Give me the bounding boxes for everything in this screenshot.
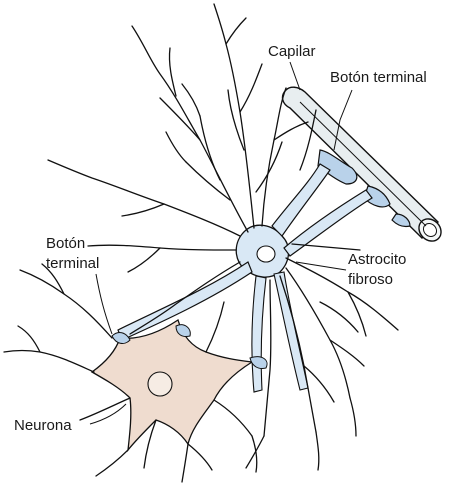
label-neurona: Neurona [14,417,72,434]
capillary [283,87,446,245]
label-fibroso: fibroso [348,271,393,288]
label-astrocito: Astrocito [348,251,406,268]
neuron [92,320,267,450]
label-boton-terminal-top: Botón terminal [330,69,427,86]
label-capilar: Capilar [268,43,316,60]
label-boton-terminal-left-line2: terminal [46,255,99,272]
label-boton-terminal-left-line1: Botón [46,235,85,252]
